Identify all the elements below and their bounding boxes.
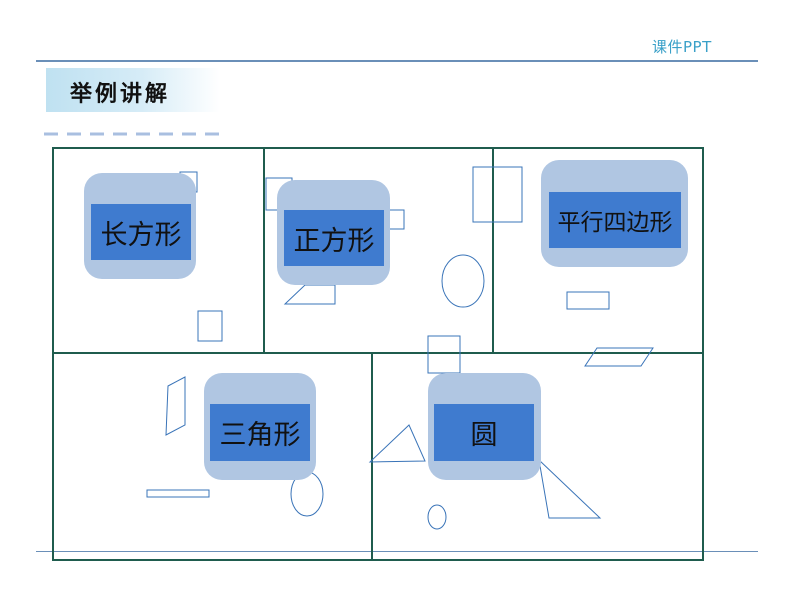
parallelogram-shape [584, 347, 654, 367]
card-square[interactable]: 正方形 [277, 180, 390, 285]
section-tag: 举例讲解 [46, 68, 220, 112]
rectangle-shape [197, 310, 223, 342]
brand-text: 课件PPT [652, 38, 712, 56]
triangle-shape [538, 458, 602, 519]
circle-shape [441, 254, 485, 308]
rectangle-shape [566, 291, 610, 310]
label-triangle: 三角形 [210, 404, 310, 461]
label-parallelogram: 平行四边形 [549, 192, 681, 248]
card-rectangle[interactable]: 长方形 [84, 173, 196, 279]
footer-divider [36, 551, 758, 552]
card-circle[interactable]: 圆 [428, 373, 541, 480]
parallelogram-shape [283, 284, 336, 305]
dashed-divider [44, 132, 220, 136]
rectangle-shape [146, 489, 210, 498]
card-triangle[interactable]: 三角形 [204, 373, 316, 480]
label-square: 正方形 [284, 210, 384, 266]
square-shape [387, 209, 405, 230]
square-shape [427, 335, 461, 374]
label-circle: 圆 [434, 404, 534, 461]
square-shape [472, 166, 523, 223]
triangle-shape [368, 424, 426, 463]
section-title: 举例讲解 [70, 81, 171, 107]
header-divider [36, 60, 758, 62]
label-rectangle: 长方形 [91, 204, 191, 260]
circle-shape [427, 504, 447, 530]
parallelogram-shape [165, 376, 186, 436]
card-parallelogram[interactable]: 平行四边形 [541, 160, 688, 267]
